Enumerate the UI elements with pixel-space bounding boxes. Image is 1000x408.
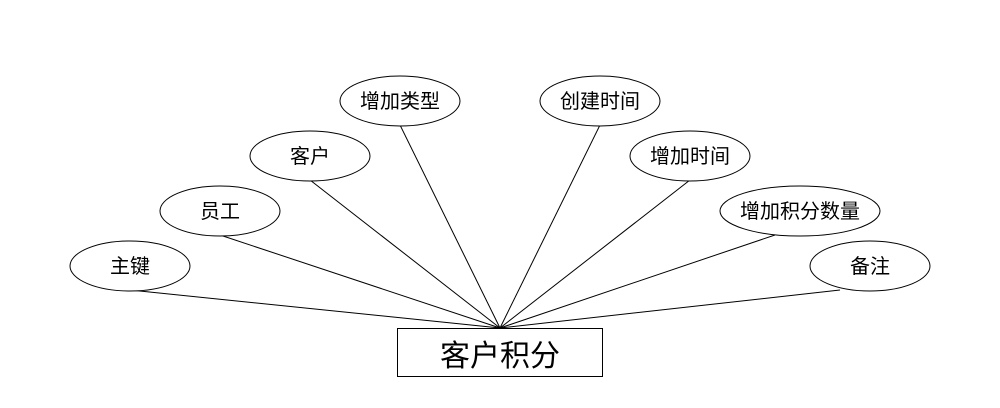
attribute-label: 增加积分数量 [740,199,860,223]
connector-line [309,179,501,329]
connector-line [399,124,501,329]
attribute-label: 客户 [290,144,330,168]
attribute-ellipse [339,75,461,127]
attribute-node: 备注 [809,240,931,292]
attribute-node: 创建时间 [539,75,661,127]
attribute-ellipse [719,185,881,237]
connector-line [499,289,841,329]
attribute-label: 备注 [850,254,890,278]
connector-line [129,289,501,329]
attribute-node: 员工 [159,185,281,237]
attribute-label: 主键 [110,254,150,278]
connector-line [499,124,601,329]
attribute-label: 增加类型 [360,89,440,113]
attribute-ellipse [809,240,931,292]
connector-line [219,234,501,329]
attribute-ellipse [69,240,191,292]
attribute-node: 主键 [69,240,191,292]
attribute-ellipse [539,75,661,127]
connector-line [499,234,776,329]
attribute-label: 员工 [200,199,240,223]
entity-box: 客户积分 [397,328,603,377]
attribute-node: 增加类型 [339,75,461,127]
attribute-label: 增加时间 [650,144,730,168]
attribute-ellipse [159,185,281,237]
attribute-ellipse [629,130,751,182]
attribute-node: 增加积分数量 [719,185,881,237]
attribute-node: 客户 [249,130,371,182]
entity-name: 客户积分 [440,338,560,374]
connector-line [499,179,691,329]
attribute-label: 创建时间 [560,89,640,113]
connector-lines [129,124,841,329]
attribute-ellipse [249,130,371,182]
attribute-node: 增加时间 [629,130,751,182]
